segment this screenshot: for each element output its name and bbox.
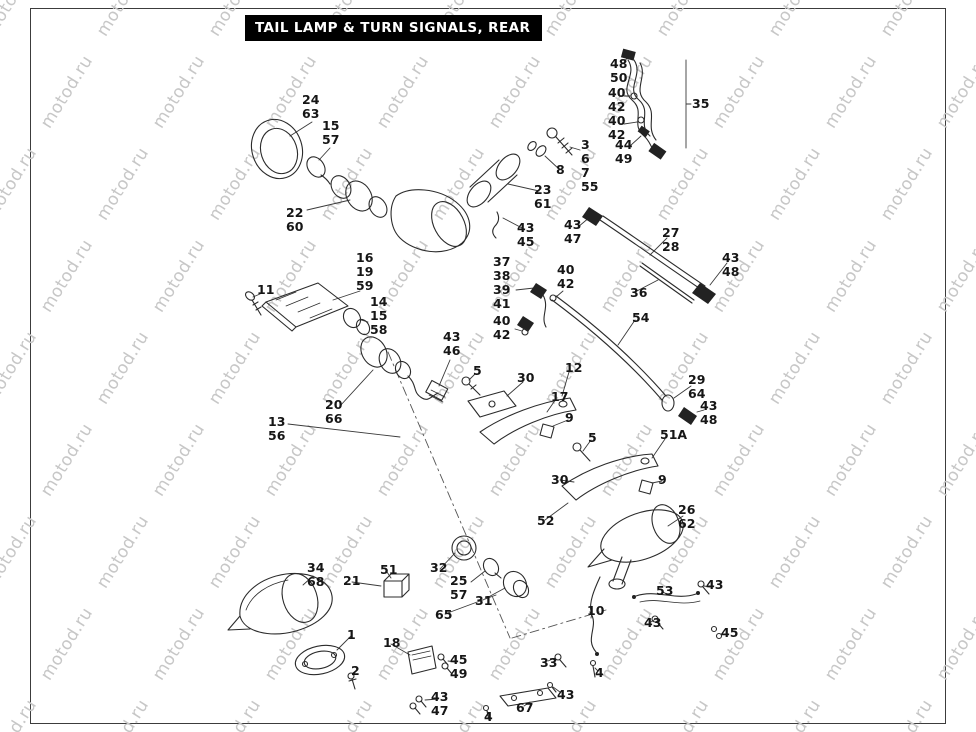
bulb-socket-group — [451, 535, 530, 599]
lamp-socket-pigtail — [360, 336, 449, 403]
alignment-lines — [387, 351, 607, 639]
diagram-title: TAIL LAMP & TURN SIGNALS, REAR — [245, 15, 543, 41]
flasher-module — [383, 573, 410, 598]
screw-washer-top — [527, 127, 573, 157]
tail-lamp-lens-assembly — [250, 118, 471, 253]
bracket-arm-front — [461, 376, 577, 445]
wiring-harness — [620, 48, 667, 160]
turn-signal-body — [587, 504, 684, 613]
lens-cylinder — [466, 153, 521, 239]
mount-plate-group — [407, 645, 453, 715]
bracket-arm-rear — [561, 442, 659, 501]
bottom-wires-fasteners — [482, 580, 723, 721]
diagram-border — [30, 8, 946, 724]
harness-cable — [582, 207, 716, 304]
leader-lines — [252, 57, 728, 715]
mount-bracket — [245, 282, 371, 336]
connector-set — [517, 283, 557, 336]
tail-lamp-housing — [227, 572, 357, 690]
long-cable — [551, 295, 697, 425]
